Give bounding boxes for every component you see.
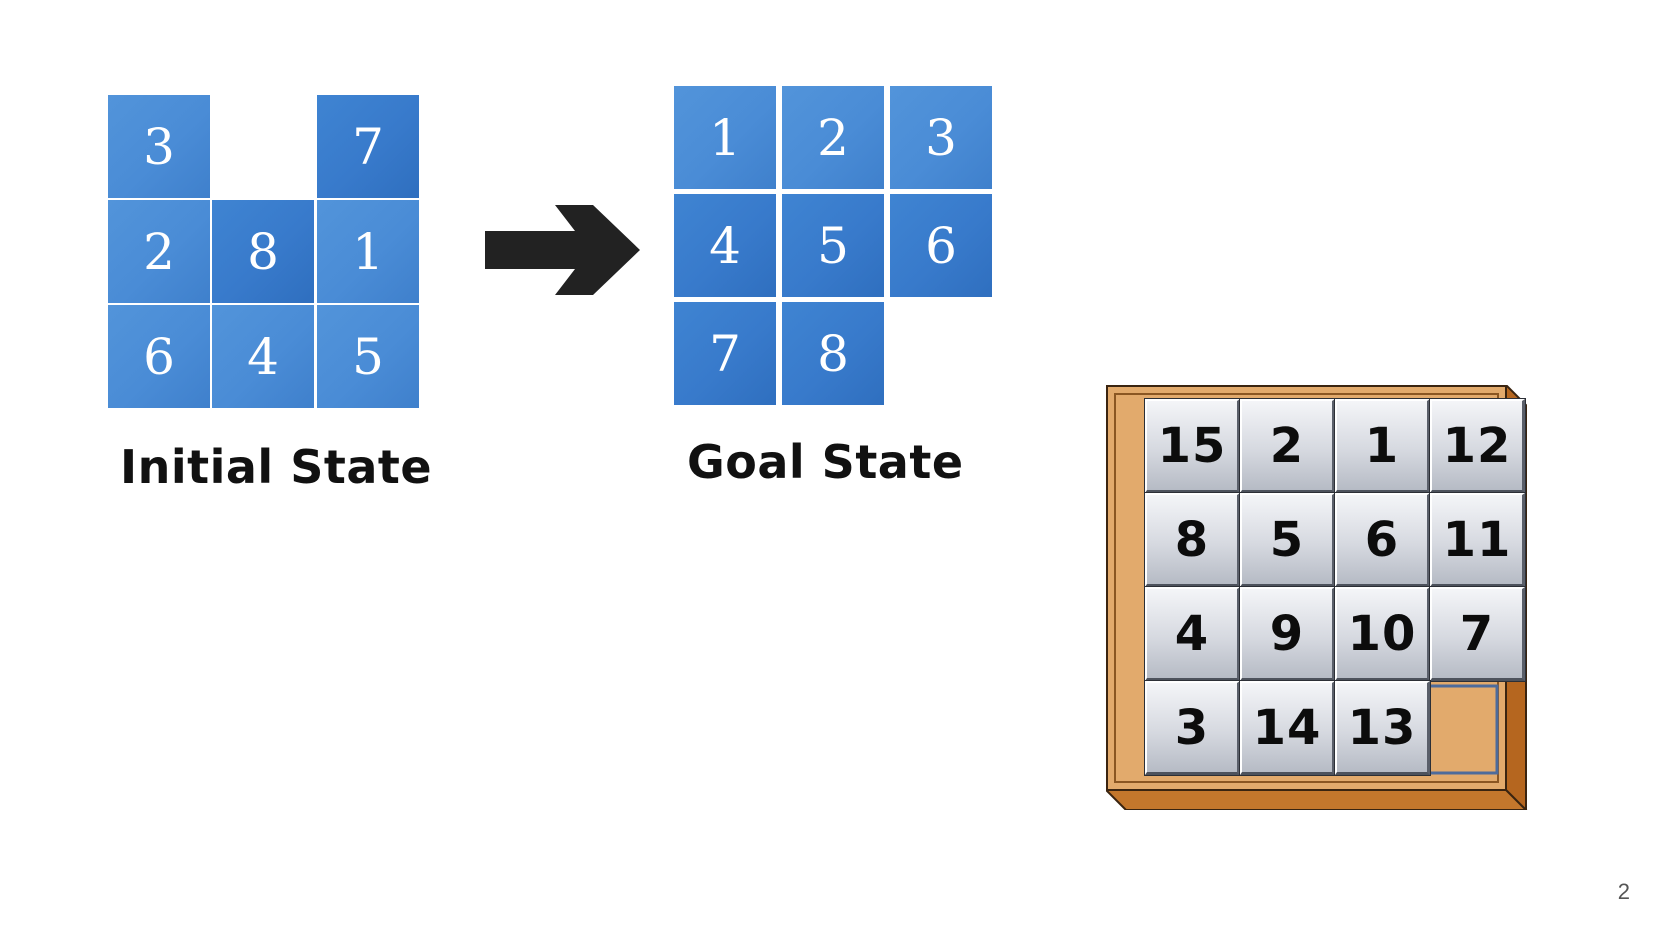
initial-state-caption: Initial State <box>120 440 433 494</box>
goal-tile-r2c3: 6 <box>890 194 992 297</box>
puzzle-tile[interactable]: 15 <box>1144 398 1241 494</box>
initial-tile-r3c3: 5 <box>317 305 419 408</box>
puzzle-tile[interactable]: 13 <box>1334 680 1431 776</box>
initial-tile-r2c3: 1 <box>317 200 419 303</box>
puzzle-tile[interactable]: 3 <box>1144 680 1241 776</box>
goal-tile-r1c2: 2 <box>782 86 884 189</box>
puzzle-tile[interactable]: 12 <box>1429 398 1526 494</box>
page-number: 2 <box>1617 879 1630 904</box>
initial-tile-r1c1: 3 <box>108 95 210 198</box>
goal-tile-r1c3: 3 <box>890 86 992 189</box>
initial-tile-r2c2: 8 <box>212 200 314 303</box>
puzzle-tile[interactable]: 11 <box>1429 492 1526 588</box>
initial-tile-r3c1: 6 <box>108 305 210 408</box>
puzzle-tile[interactable]: 5 <box>1239 492 1336 588</box>
puzzle-tile[interactable]: 2 <box>1239 398 1336 494</box>
puzzle-tile[interactable]: 14 <box>1239 680 1336 776</box>
puzzle-tile[interactable]: 1 <box>1334 398 1431 494</box>
puzzle-tile[interactable]: 9 <box>1239 586 1336 682</box>
goal-tile-r2c2: 5 <box>782 194 884 297</box>
goal-tile-r2c1: 4 <box>674 194 776 297</box>
puzzle-tile[interactable]: 7 <box>1429 586 1526 682</box>
goal-tile-r3c1: 7 <box>674 302 776 405</box>
puzzle-tile[interactable]: 8 <box>1144 492 1241 588</box>
goal-state-caption: Goal State <box>687 435 964 489</box>
initial-tile-r1c3: 7 <box>317 95 419 198</box>
goal-tile-r3c2: 8 <box>782 302 884 405</box>
initial-tile-r2c1: 2 <box>108 200 210 303</box>
puzzle-tile[interactable]: 6 <box>1334 492 1431 588</box>
arrow-right-icon <box>485 205 640 295</box>
initial-tile-r3c2: 4 <box>212 305 314 408</box>
puzzle-tile[interactable]: 4 <box>1144 586 1241 682</box>
puzzle-tile[interactable]: 10 <box>1334 586 1431 682</box>
goal-tile-r1c1: 1 <box>674 86 776 189</box>
